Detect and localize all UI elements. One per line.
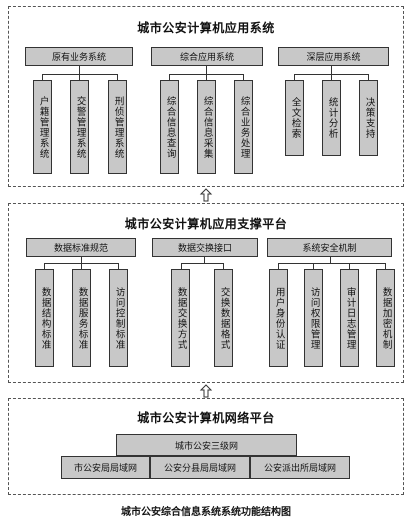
- household-registration-system: 户籍管理系统: [33, 80, 52, 174]
- police-station-lan-box: 公安派出所局域网: [250, 456, 350, 479]
- connector: [368, 74, 369, 80]
- connector: [79, 66, 80, 74]
- decision-support: 决策支持: [359, 80, 378, 156]
- connector: [118, 263, 119, 269]
- connector: [206, 74, 207, 80]
- connector: [81, 263, 82, 269]
- connector: [181, 263, 182, 269]
- connector: [349, 263, 350, 269]
- connector: [204, 257, 205, 263]
- deep-application-systems-box: 深层应用系统: [278, 47, 389, 66]
- data-exchange-interface-box: 数据交换接口: [152, 238, 258, 257]
- access-control-standard: 访问控制标准: [109, 269, 128, 367]
- integrated-info-collection: 综合信息采集: [197, 80, 216, 174]
- connector: [278, 263, 385, 264]
- network-platform-section: 城市公安计算机网络平台: [8, 398, 404, 495]
- connector: [44, 263, 45, 269]
- integrated-info-query: 综合信息查询: [160, 80, 179, 174]
- connector: [331, 66, 332, 74]
- double-up-arrow-icon: [199, 384, 213, 398]
- connector: [294, 74, 295, 80]
- connector: [243, 74, 244, 80]
- double-up-arrow-icon: [199, 188, 213, 202]
- data-standards-box: 数据标准规范: [26, 238, 136, 257]
- data-exchange-method: 数据交换方式: [171, 269, 190, 367]
- system-security-box: 系统安全机制: [267, 238, 392, 257]
- data-structure-standard: 数据结构标准: [35, 269, 54, 367]
- district-bureau-lan-box: 公安分县局局域网: [150, 456, 250, 479]
- exchange-data-format: 交换数据格式: [214, 269, 233, 367]
- network-platform-title: 城市公安计算机网络平台: [137, 411, 275, 425]
- connector: [385, 263, 386, 269]
- three-tier-network-box: 城市公安三级网: [116, 434, 297, 456]
- connector: [330, 257, 331, 263]
- data-service-standard: 数据服务标准: [72, 269, 91, 367]
- application-system-section: 城市公安计算机应用系统: [8, 6, 404, 187]
- user-authentication: 用户身份认证: [269, 269, 288, 367]
- figure-caption: 城市公安综合信息系统系统功能结构图: [121, 507, 291, 518]
- legacy-business-systems-box: 原有业务系统: [25, 47, 133, 66]
- connector: [331, 74, 332, 80]
- connector: [81, 257, 82, 263]
- city-bureau-lan-box: 市公安局局域网: [61, 456, 150, 479]
- integrated-business-processing: 综合业务处理: [234, 80, 253, 174]
- connector: [223, 263, 224, 269]
- support-platform-section: 城市公安计算机应用支撑平台: [8, 203, 404, 383]
- connector: [169, 74, 170, 80]
- connector: [79, 74, 80, 80]
- connector: [278, 263, 279, 269]
- full-text-search: 全文检索: [285, 80, 304, 156]
- criminal-investigation-system: 刑侦管理系统: [108, 80, 127, 174]
- traffic-police-system: 交警管理系统: [70, 80, 89, 174]
- access-permission-management: 访问权限管理: [304, 269, 323, 367]
- integrated-application-systems-box: 综合应用系统: [151, 47, 263, 66]
- audit-log-management: 审计日志管理: [340, 269, 359, 367]
- connector: [181, 263, 223, 264]
- data-encryption-mechanism: 数据加密机制: [376, 269, 395, 367]
- application-system-title: 城市公安计算机应用系统: [137, 21, 275, 35]
- support-platform-title: 城市公安计算机应用支撑平台: [124, 217, 288, 231]
- connector: [117, 74, 118, 80]
- connector: [313, 263, 314, 269]
- statistical-analysis: 统计分析: [322, 80, 341, 156]
- connector: [42, 74, 43, 80]
- connector: [206, 66, 207, 74]
